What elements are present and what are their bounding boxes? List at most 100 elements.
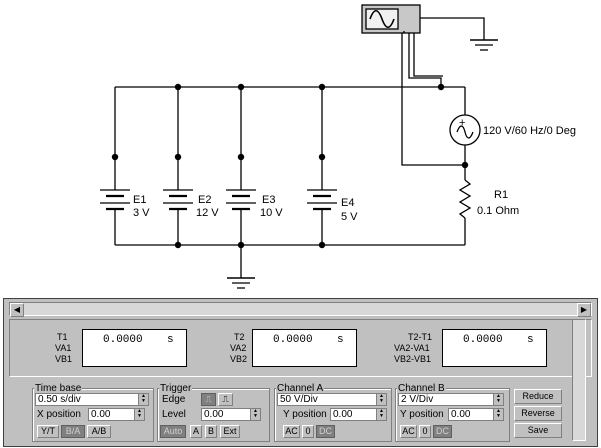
trigger-title: Trigger	[159, 383, 193, 394]
spinner-arrows-icon[interactable]: ▲▼	[376, 394, 386, 405]
falling-edge-icon[interactable]: ⎍	[218, 393, 233, 406]
t2-t1-readout: 0.0000 s	[442, 329, 547, 367]
scroll-left-icon[interactable]: ◀	[10, 303, 24, 317]
horizontal-scrollbar[interactable]: ◀ ▶	[9, 302, 592, 317]
battery-e1-name: E1	[133, 194, 146, 206]
channel-b-dc-button[interactable]: DC	[433, 425, 452, 438]
junction-dot	[461, 161, 469, 169]
battery-e3-name: E3	[262, 194, 275, 206]
junction-dot	[237, 153, 245, 161]
yt-mode-button[interactable]: Y/T	[37, 425, 59, 438]
channel-b-ypos-label: Y position	[400, 409, 444, 420]
vb1-label: VB1	[55, 354, 73, 364]
measurement-area: T1 VA1 VB1 0.0000 s T2 VA2 VB2 0.0000 s …	[9, 319, 592, 377]
va2-label: VA2	[230, 343, 247, 353]
channel-a-scale-spinner[interactable]: 50 V/Div ▲▼	[277, 393, 387, 406]
t2-t1-label: T2-T1	[408, 332, 433, 342]
channel-a-ypos-spinner[interactable]: 0.00 ▲▼	[330, 408, 387, 421]
t1-readout: 0.0000 s	[82, 329, 187, 367]
rising-edge-icon[interactable]: ⎍	[201, 393, 216, 406]
junction-dot	[318, 241, 326, 249]
circuit-schematic: + E1 3 V E2 12 V E3 10 V E4 5 V 120 V/60…	[100, 4, 576, 289]
trigger-b-button[interactable]: B	[205, 425, 217, 438]
battery-e4-value: 5 V	[341, 211, 358, 223]
battery-e3-symbol[interactable]	[226, 189, 256, 211]
va1-label: VA1	[55, 343, 72, 353]
battery-e1-value: 3 V	[133, 207, 150, 219]
junction-dot	[318, 153, 326, 161]
battery-e1-symbol[interactable]	[100, 189, 130, 211]
channel-a-ac-button[interactable]: AC	[283, 425, 300, 438]
resistor-symbol[interactable]	[458, 179, 472, 219]
junction-dot	[174, 83, 182, 91]
channel-b-ypos-value: 0.00	[451, 409, 471, 420]
t2-value: 0.0000	[273, 334, 313, 346]
junction-dot	[111, 153, 119, 161]
timebase-scale-value: 0.50 s/div	[38, 394, 81, 405]
junction-dot	[174, 241, 182, 249]
junction-dot	[174, 153, 182, 161]
battery-e2-value: 12 V	[196, 207, 219, 219]
t2-label: T2	[234, 332, 245, 342]
channel-a-dc-button[interactable]: DC	[316, 425, 335, 438]
spinner-arrows-icon[interactable]: ▲▼	[134, 409, 144, 420]
vb2-vb1-label: VB2-VB1	[394, 354, 432, 364]
t2-unit: s	[337, 334, 344, 346]
timebase-xpos-value: 0.00	[91, 409, 111, 420]
battery-e2-symbol[interactable]	[163, 189, 193, 211]
trigger-level-label: Level	[162, 409, 186, 420]
ab-mode-button[interactable]: A/B	[87, 425, 111, 438]
spinner-arrows-icon[interactable]: ▲▼	[493, 394, 503, 405]
channel-b-zero-button[interactable]: 0	[419, 425, 431, 438]
junction-dot	[318, 83, 326, 91]
junction-dot	[237, 241, 245, 249]
reduce-button[interactable]: Reduce	[514, 389, 562, 404]
trigger-panel: Trigger Edge ⎍ ⎍ Level 0.00 ▲▼ Auto A B …	[157, 382, 270, 442]
channel-a-zero-button[interactable]: 0	[302, 425, 314, 438]
ac-source-label: 120 V/60 Hz/0 Deg	[483, 125, 576, 137]
channel-b-title: Channel B	[397, 383, 446, 394]
trigger-ext-button[interactable]: Ext	[220, 425, 240, 438]
channel-b-scale-value: 2 V/Div	[401, 394, 434, 405]
channel-a-scale-value: 50 V/Div	[280, 394, 318, 405]
reverse-button[interactable]: Reverse	[514, 406, 562, 421]
resistor-value: 0.1 Ohm	[477, 205, 519, 217]
spinner-arrows-icon[interactable]: ▲▼	[493, 409, 503, 420]
scroll-right-icon[interactable]: ▶	[577, 303, 591, 317]
resistor-name: R1	[494, 189, 508, 201]
timebase-panel: Time base 0.50 s/div ▲▼ X position 0.00 …	[32, 382, 154, 442]
oscilloscope-panel: ◀ ▶ T1 VA1 VB1 0.0000 s T2 VA2 VB2 0.000…	[3, 298, 598, 447]
t1-label: T1	[57, 332, 68, 342]
t1-unit: s	[167, 334, 174, 346]
battery-e3-value: 10 V	[260, 207, 283, 219]
vertical-scrollbar[interactable]	[572, 319, 586, 441]
battery-e2-name: E2	[198, 194, 211, 206]
timebase-scale-spinner[interactable]: 0.50 s/div ▲▼	[35, 393, 149, 406]
vb2-label: VB2	[230, 354, 248, 364]
save-button[interactable]: Save	[514, 423, 562, 438]
spinner-arrows-icon[interactable]: ▲▼	[376, 409, 386, 420]
channel-b-ypos-spinner[interactable]: 0.00 ▲▼	[448, 408, 504, 421]
spinner-arrows-icon[interactable]: ▲▼	[138, 394, 148, 405]
trigger-edge-label: Edge	[162, 394, 186, 405]
t2-readout: 0.0000 s	[252, 329, 357, 367]
trigger-level-value: 0.00	[204, 409, 224, 420]
plus-sign: +	[459, 117, 465, 129]
ba-mode-button[interactable]: B/A	[61, 425, 85, 438]
channel-a-panel: Channel A 50 V/Div ▲▼ Y position 0.00 ▲▼…	[274, 382, 392, 442]
trigger-level-spinner[interactable]: 0.00 ▲▼	[201, 408, 261, 421]
trigger-auto-button[interactable]: Auto	[160, 425, 186, 438]
channel-a-title: Channel A	[276, 383, 325, 394]
battery-e4-name: E4	[341, 197, 354, 209]
channel-b-scale-spinner[interactable]: 2 V/Div ▲▼	[398, 393, 504, 406]
channel-b-ac-button[interactable]: AC	[400, 425, 417, 438]
timebase-xpos-label: X position	[37, 409, 81, 420]
spinner-arrows-icon[interactable]: ▲▼	[250, 409, 260, 420]
junction-dot	[237, 83, 245, 91]
t2-t1-unit: s	[527, 334, 534, 346]
timebase-xpos-spinner[interactable]: 0.00 ▲▼	[88, 408, 145, 421]
channel-b-panel: Channel B 2 V/Div ▲▼ Y position 0.00 ▲▼ …	[395, 382, 510, 442]
battery-e4-symbol[interactable]	[307, 189, 337, 211]
trigger-a-button[interactable]: A	[190, 425, 202, 438]
t1-value: 0.0000	[103, 334, 143, 346]
